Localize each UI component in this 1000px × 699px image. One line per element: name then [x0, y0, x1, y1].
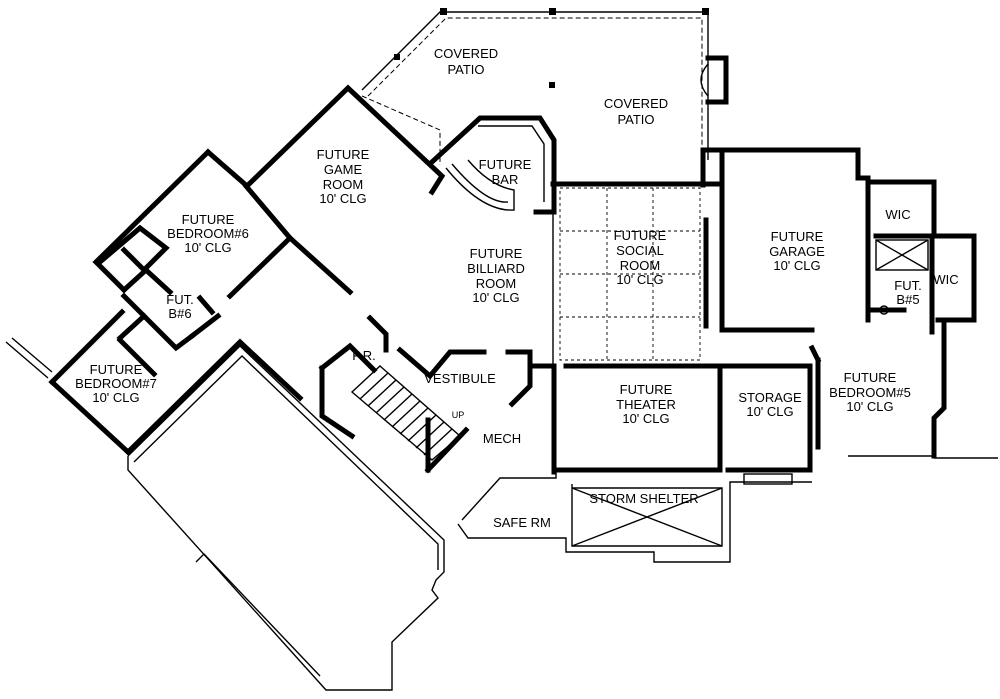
exterior-walls	[5, 84, 998, 459]
room-label-fut-bath-5: FUT.B#5	[894, 278, 921, 307]
staircase	[350, 365, 462, 461]
room-label-safe-rm: SAFE RM	[493, 515, 551, 530]
covered-patio-outline	[361, 8, 709, 165]
room-label-wic-right: WIC	[933, 272, 958, 287]
fireplace	[700, 55, 729, 105]
stair-up-label: UP	[452, 410, 465, 420]
room-label-fut-bath-6: FUT.B#6	[166, 292, 193, 321]
room-label-vestibule: VESTIBULE	[424, 371, 496, 386]
room-label-wic-top: WIC	[885, 207, 910, 222]
room-label-storm-shelter: STORM SHELTER	[589, 491, 698, 506]
storm-shelter	[457, 470, 812, 563]
bath-5-fixtures	[875, 239, 929, 315]
room-label-mech: MECH	[483, 431, 521, 446]
social-room-grid	[559, 187, 701, 361]
room-label-powder-room: P.R.	[352, 348, 376, 363]
bar-area	[428, 115, 557, 215]
lower-left-area	[127, 345, 445, 691]
